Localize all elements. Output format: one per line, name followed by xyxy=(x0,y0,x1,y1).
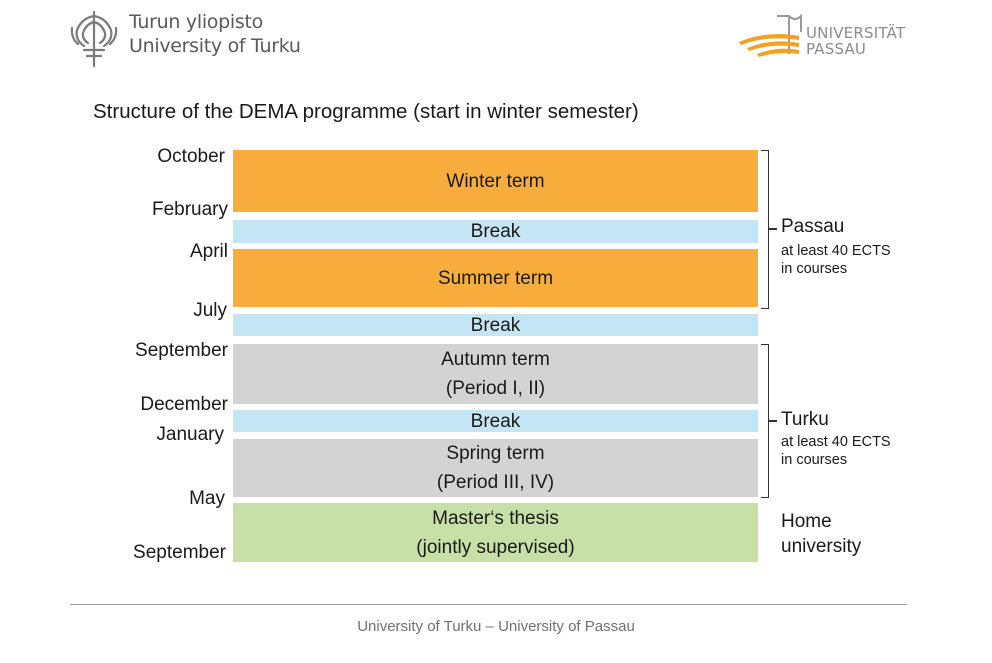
turku-name-finnish: Turun yliopisto xyxy=(129,11,263,33)
footer-text: University of Turku – University of Pass… xyxy=(357,618,635,635)
thesis-label: Master‘s thesis xyxy=(432,507,559,529)
month-label-february: February xyxy=(151,199,228,220)
passau-ects-line2: in courses xyxy=(781,261,848,277)
passau-location-title: Passau xyxy=(781,216,845,237)
passau-bracket-tick xyxy=(769,228,777,230)
spring-term-block: Spring term (Period III, IV) xyxy=(233,439,758,497)
break-block-2: Break xyxy=(233,314,758,336)
break-block-1: Break xyxy=(233,220,758,243)
month-label-december: December xyxy=(140,394,228,415)
passau-name-line2: PASSAU xyxy=(806,40,867,58)
break-label: Break xyxy=(470,314,521,336)
turku-bracket-tick xyxy=(769,420,777,422)
month-label-may: May xyxy=(189,488,225,509)
autumn-term-label: Autumn term xyxy=(441,349,550,370)
month-label-october: October xyxy=(157,146,225,167)
break-label: Break xyxy=(470,221,521,242)
month-label-april: April xyxy=(189,241,228,262)
passau-arch-icon xyxy=(737,10,807,62)
passau-ects-requirement: at least 40 ECTS in courses xyxy=(781,242,891,278)
summer-term-label: Summer term xyxy=(437,267,554,289)
turku-logo-text: Turun yliopisto University of Turku xyxy=(129,10,301,58)
month-label-september-end: September xyxy=(133,542,226,563)
turku-ects-line2: in courses xyxy=(781,452,848,468)
passau-logo-text: UNIVERSITÄT PASSAU xyxy=(806,25,905,57)
month-label-september: September xyxy=(135,340,228,361)
thesis-supervision: (jointly supervised) xyxy=(416,536,575,558)
turku-name-english: University of Turku xyxy=(129,35,301,57)
page-title: Structure of the DEMA programme (start i… xyxy=(93,100,639,123)
passau-bracket xyxy=(761,150,769,309)
winter-term-block: Winter term xyxy=(233,150,758,212)
winter-term-label: Winter term xyxy=(446,170,545,192)
footer-divider xyxy=(70,604,907,605)
month-label-july: July xyxy=(193,300,227,321)
turku-emblem-icon xyxy=(68,8,120,68)
turku-ects-line1: at least 40 ECTS xyxy=(781,434,891,450)
month-label-january: January xyxy=(156,424,224,445)
masters-thesis-block: Master‘s thesis (jointly supervised) xyxy=(233,503,758,562)
break-label: Break xyxy=(470,410,521,432)
home-university-line2: university xyxy=(781,536,862,557)
turku-bracket xyxy=(761,344,769,498)
summer-term-block: Summer term xyxy=(233,249,758,307)
turku-ects-requirement: at least 40 ECTS in courses xyxy=(781,433,891,469)
spring-term-periods: (Period III, IV) xyxy=(436,472,555,493)
passau-name-line1: UNIVERSITÄT xyxy=(806,24,906,42)
autumn-term-periods: (Period I, II) xyxy=(445,378,546,399)
break-block-3: Break xyxy=(233,410,758,432)
home-university-label: Home university xyxy=(781,509,861,559)
passau-ects-line1: at least 40 ECTS xyxy=(781,243,891,259)
home-university-line1: Home xyxy=(781,511,832,532)
autumn-term-block: Autumn term (Period I, II) xyxy=(233,344,758,404)
turku-location-title: Turku xyxy=(781,409,829,430)
spring-term-label: Spring term xyxy=(446,443,545,464)
